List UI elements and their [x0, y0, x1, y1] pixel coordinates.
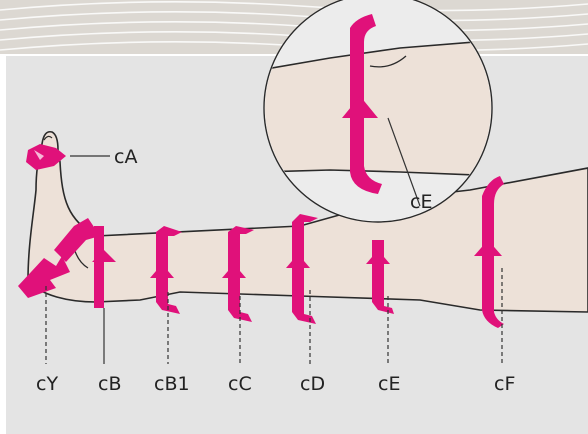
band-cE: [366, 240, 394, 314]
band-cY: [18, 218, 100, 298]
label-cC: cC: [228, 373, 252, 395]
label-cD: cD: [300, 373, 325, 395]
label-cF: cF: [494, 373, 515, 395]
label-cB1: cB1: [154, 373, 190, 395]
label-cE: cE: [378, 373, 400, 395]
toenail-line: [43, 135, 53, 141]
leader-zoom-cE: [387, 117, 421, 207]
band-cC: [222, 226, 254, 322]
band-cB1: [150, 226, 182, 314]
label-zoom-cE: cE: [410, 191, 432, 213]
band-cD: [286, 214, 318, 324]
label-cB: cB: [98, 373, 121, 395]
band-cA: [26, 144, 66, 170]
band-cF: [474, 176, 504, 328]
left-margin: [0, 56, 6, 434]
label-cA: cA: [114, 146, 137, 168]
band-cB: [92, 226, 116, 308]
label-cY: cY: [36, 373, 58, 395]
magnifier: [263, 0, 493, 223]
